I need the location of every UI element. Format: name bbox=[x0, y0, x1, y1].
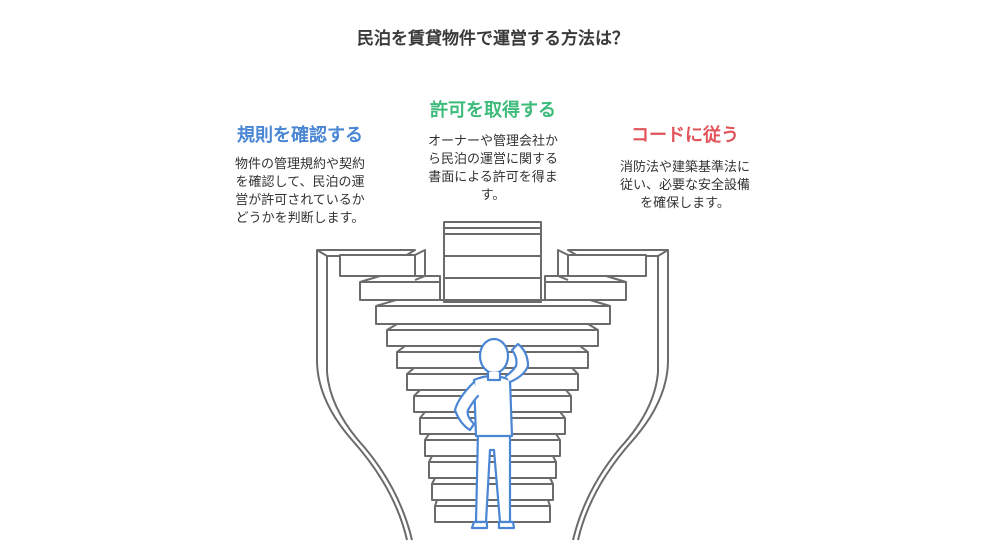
desc-line: オーナーや管理会社か bbox=[427, 134, 558, 149]
step-heading-follow-code: コードに従う bbox=[631, 125, 739, 146]
stair-row bbox=[434, 505, 551, 523]
step-heading-get-permission: 許可を取得する bbox=[430, 100, 556, 121]
left-stair-upper bbox=[339, 254, 416, 277]
desc-line: 物件の管理規約や契約 bbox=[234, 157, 365, 172]
person-figure bbox=[453, 337, 530, 530]
step-desc-follow-code: 消防法や建築基準法に 従い、必要な安全設備 を確保します。 bbox=[595, 159, 775, 213]
stair-row bbox=[431, 483, 554, 501]
desc-line: どうかを判断します。 bbox=[235, 211, 365, 226]
stair-row bbox=[428, 461, 557, 479]
diagram-title: 民泊を賃貸物件で運営する方法は？ bbox=[357, 29, 629, 49]
left-stair-lower bbox=[359, 281, 441, 301]
stair-row bbox=[375, 305, 611, 325]
desc-line: ら民泊の運営に関する bbox=[427, 152, 558, 167]
desc-line: 消防法や建築基準法に bbox=[619, 160, 750, 175]
step-heading-check-rules: 規則を確認する bbox=[237, 125, 363, 146]
desc-line: 書面による許可を得ま bbox=[428, 170, 558, 185]
desc-line: を確認して、民泊の運 bbox=[235, 175, 365, 190]
step-desc-check-rules: 物件の管理規約や契約 を確認して、民泊の運 営が許可されているか どうかを判断し… bbox=[210, 156, 390, 228]
step-desc-get-permission: オーナーや管理会社か ら民泊の運営に関する 書面による許可を得ま す。 bbox=[403, 133, 583, 205]
desc-line: 営が許可されているか bbox=[235, 193, 365, 208]
right-stair-lower bbox=[544, 281, 627, 301]
desc-line: を確保します。 bbox=[640, 196, 730, 211]
desc-line: す。 bbox=[480, 188, 506, 203]
right-stair-upper bbox=[567, 254, 647, 277]
central-tower bbox=[443, 221, 542, 303]
desc-line: 従い、必要な安全設備 bbox=[619, 178, 750, 193]
